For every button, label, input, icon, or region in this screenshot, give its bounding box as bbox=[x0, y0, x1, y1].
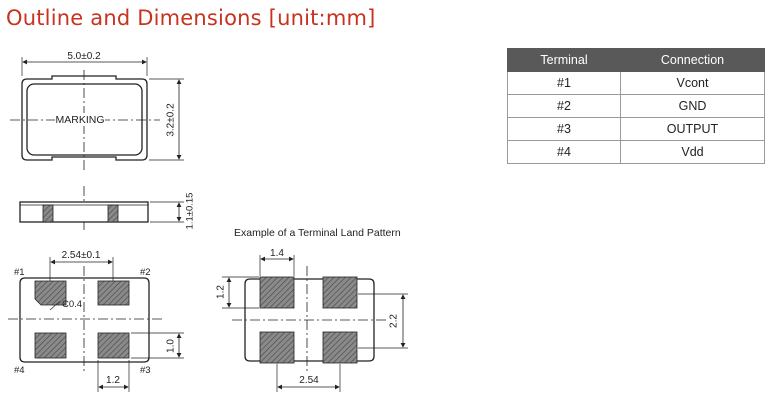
top-view-inner-outline bbox=[26, 83, 143, 156]
pin-3-label: #3 bbox=[140, 365, 151, 376]
table-row: #1 Vcont bbox=[507, 71, 765, 95]
top-height-dim: 3.2±0.2 bbox=[166, 103, 177, 137]
top-width-dim: 5.0±0.2 bbox=[67, 51, 101, 62]
header-terminal: Terminal bbox=[507, 48, 621, 72]
header-connection: Connection bbox=[620, 48, 765, 72]
bottom-pad-2 bbox=[97, 280, 130, 306]
terminal-cell: #4 bbox=[507, 140, 621, 164]
land-pad-height-dim: 1.2 bbox=[216, 285, 227, 299]
chamfer-label: C0.4 bbox=[62, 299, 82, 310]
table-row: #4 Vdd bbox=[507, 140, 765, 164]
connection-cell: Vcont bbox=[620, 71, 765, 95]
bottom-pad-3 bbox=[97, 332, 130, 359]
land-pad-tr bbox=[322, 276, 358, 309]
pad-width-dim: 1.2 bbox=[106, 375, 120, 386]
terminal-cell: #3 bbox=[507, 117, 621, 141]
side-pad-left bbox=[42, 204, 54, 223]
terminal-table: Terminal Connection #1 Vcont #2 GND #3 O… bbox=[507, 48, 765, 164]
marking-label: MARKING bbox=[55, 114, 104, 126]
page-title: Outline and Dimensions [unit:mm] bbox=[6, 6, 376, 30]
land-pad-width-dim: 1.4 bbox=[270, 248, 284, 259]
terminal-table-header: Terminal Connection bbox=[507, 48, 765, 72]
side-height-dim: 1.1±0.15 bbox=[185, 193, 196, 230]
pin-4-label: #4 bbox=[14, 365, 25, 376]
bottom-pad-1 bbox=[34, 280, 67, 306]
pin-2-label: #2 bbox=[140, 267, 151, 278]
land-pad-bl bbox=[259, 331, 295, 364]
side-view: 1.1±0.15 bbox=[19, 186, 196, 230]
side-pad-right bbox=[107, 204, 119, 223]
connection-cell: OUTPUT bbox=[620, 117, 765, 141]
terminal-cell: #1 bbox=[507, 71, 621, 95]
land-pattern: Example of a Terminal Land Pattern 1.4 1… bbox=[216, 227, 408, 392]
pin-1-label: #1 bbox=[14, 267, 25, 278]
terminal-cell: #2 bbox=[507, 94, 621, 118]
connection-cell: GND bbox=[620, 94, 765, 118]
table-row: #3 OUTPUT bbox=[507, 117, 765, 141]
marking-bg bbox=[55, 113, 105, 126]
pad-height-dim: 1.0 bbox=[166, 339, 177, 353]
land-pad-tl bbox=[259, 276, 295, 309]
land-pad-br bbox=[322, 331, 358, 364]
land-row-pitch-dim: 2.2 bbox=[389, 314, 400, 328]
top-view: 5.0±0.2 3.2±0.2 MARKING bbox=[10, 51, 184, 170]
land-pattern-title: Example of a Terminal Land Pattern bbox=[234, 227, 401, 239]
chamfer-leader bbox=[49, 301, 60, 311]
bottom-pad-4 bbox=[34, 332, 67, 359]
table-row: #2 GND bbox=[507, 94, 765, 118]
connection-cell: Vdd bbox=[620, 140, 765, 164]
bottom-view: 2.54±0.1 C0.4 1.0 1.2 #1 #2 #4 #3 bbox=[8, 250, 184, 392]
land-col-pitch-dim: 2.54 bbox=[299, 375, 319, 386]
pitch-dim: 2.54±0.1 bbox=[62, 250, 101, 261]
